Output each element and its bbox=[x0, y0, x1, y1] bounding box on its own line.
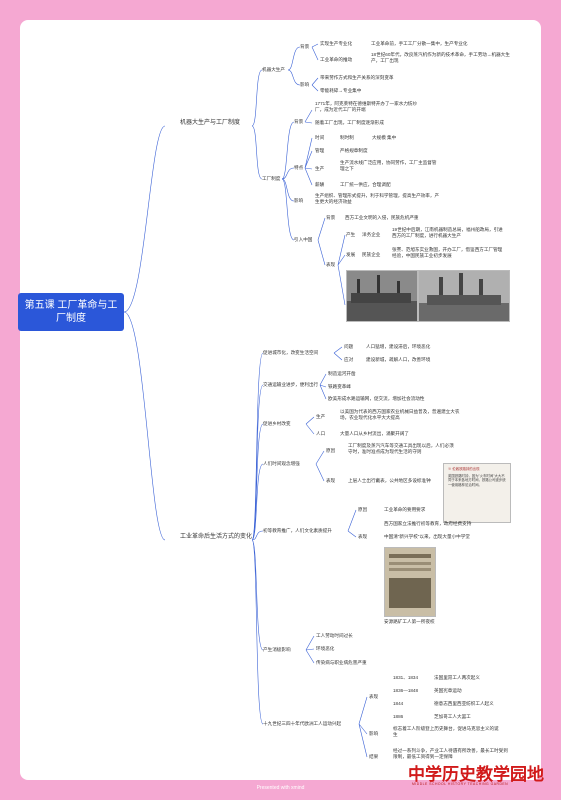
node-factory-impact-label[interactable]: 影响 bbox=[294, 198, 304, 203]
node-traffic-2[interactable]: 铁路变革峰 bbox=[328, 384, 351, 389]
node-label-impact[interactable]: 影响 bbox=[300, 82, 310, 87]
node-edu-cause[interactable]: 工业革命的要用要求 bbox=[384, 507, 426, 512]
node-feat-prod-label[interactable]: 生产 bbox=[315, 166, 325, 171]
event-year-4[interactable]: 1886 bbox=[393, 714, 404, 719]
node-china-dev-type[interactable]: 民族企业 bbox=[362, 252, 381, 257]
node-time-cause[interactable]: 工厂制度及蒸汽汽车等交通工具出现以后，人们必须守时，准时准点成为现代生活的守则 bbox=[348, 443, 454, 454]
node-china-rise-label[interactable]: 产生 bbox=[346, 232, 356, 237]
node-time-show-label[interactable]: 表现 bbox=[326, 478, 336, 483]
node-traffic[interactable]: 交通运输业进步，便利出行 bbox=[263, 382, 319, 387]
photo-factory-chimneys bbox=[418, 270, 510, 322]
node-feat-prod[interactable]: 生产流水线广泛应用，协同劳作，工厂主监督管理之下 bbox=[340, 160, 437, 171]
node-bg1-detail[interactable]: 工业革命前，手工工厂分散一集中，生产专业化 bbox=[371, 41, 468, 46]
branch-machine-factory[interactable]: 机器大生产与工厂制度 bbox=[180, 120, 241, 126]
brand-logo-subtitle: MIDDLE SCHOOL HISTORY TEACHING GARDEN bbox=[412, 782, 509, 786]
event-text-1[interactable]: 法国里昂工人两次起义 bbox=[434, 675, 480, 680]
node-city-fix-label[interactable]: 应对 bbox=[344, 357, 354, 362]
node-impact1[interactable]: 带来劳作方式和生产关系的深刻变革 bbox=[320, 75, 394, 80]
node-china-bg[interactable]: 西方工业文明的入侵，民族危机严重 bbox=[345, 215, 419, 220]
node-edu-cause-label[interactable]: 原因 bbox=[358, 507, 368, 512]
node-time[interactable]: 人们时间观念增强 bbox=[263, 461, 300, 466]
node-impact2[interactable]: 零能耗碎→专业集中 bbox=[320, 88, 362, 93]
event-year-3[interactable]: 1844 bbox=[393, 701, 404, 706]
node-factory-impact[interactable]: 生产组织、管理形式提升，利于科学管理，提高生产效率，产生更大的经济效益 bbox=[315, 193, 440, 204]
node-rural[interactable]: 促进乡村改变 bbox=[263, 421, 291, 426]
node-china-dev-label[interactable]: 发展 bbox=[346, 252, 356, 257]
node-traffic-1[interactable]: 制造运河开凿 bbox=[328, 371, 356, 376]
footer-presented-with: Presented with xmind bbox=[256, 785, 305, 791]
node-negative[interactable]: 产生消极影响 bbox=[263, 647, 291, 652]
node-rural-prod[interactable]: 以美国为代表的西方国家农业机械日益普及，普遍建立大农场，农业现代化水平大大提高 bbox=[340, 409, 460, 420]
photo-jiangnan-arsenal bbox=[346, 270, 418, 322]
node-factory-bg1[interactable]: 1771年，阿克莱特在德维斯特开办了一家水力纺纱厂，成为近代工厂的开端 bbox=[315, 101, 418, 112]
node-china-rise-detail[interactable]: 19世纪中后期，江南机器制造总局，福州船政局，引进西方的工厂制度，进行机器大生产 bbox=[392, 227, 503, 238]
event-year-1[interactable]: 1831、1834 bbox=[393, 675, 419, 680]
node-edu-show-label[interactable]: 表现 bbox=[358, 534, 368, 539]
node-feat-mgmt-label[interactable]: 管理 bbox=[315, 148, 325, 153]
note-card-title: ※ 伦敦铁路钟的出现 bbox=[448, 467, 480, 471]
node-rural-pop[interactable]: 大量人口从乡村流出，涌聚开阔了 bbox=[340, 431, 409, 436]
node-rural-prod-label[interactable]: 生产 bbox=[316, 414, 326, 419]
mindmap-canvas bbox=[20, 20, 541, 780]
node-feat-time-detail[interactable]: 大规模 集中 bbox=[372, 135, 397, 140]
node-city-fix[interactable]: 建设新城，疏解人口，改善环境 bbox=[366, 357, 431, 362]
node-negative-2[interactable]: 环境恶化 bbox=[316, 646, 335, 651]
node-traffic-3[interactable]: 欧美形成水路运输网，促交流，增加社会流动性 bbox=[328, 396, 425, 401]
node-bg2-detail[interactable]: 18世纪60年代，改良蒸汽机作为新的技术革命，手工劳动→机器大生产，工厂出现 bbox=[371, 52, 510, 63]
node-time-cause-label[interactable]: 原因 bbox=[326, 448, 336, 453]
photo-night-school bbox=[384, 547, 436, 617]
brand-logo-text: 中学历史教学园地 bbox=[408, 765, 544, 785]
node-labor-result-label[interactable]: 结果 bbox=[369, 754, 379, 759]
node-negative-3[interactable]: 传染病与职业病危害严重 bbox=[316, 660, 367, 665]
node-feat-label[interactable]: 特点 bbox=[294, 165, 304, 170]
event-text-4[interactable]: 芝加哥工人大罢工 bbox=[434, 714, 471, 719]
node-feat-pay[interactable]: 工厂统一供应，合理调配 bbox=[340, 182, 391, 187]
node-china[interactable]: 引入中国 bbox=[294, 237, 313, 242]
node-bg1[interactable]: 实现生产专业化 bbox=[320, 41, 353, 46]
node-china-dev-detail[interactable]: 张謇、范旭东实业救国，开办工厂，借鉴西方工厂管理经验，中国民族工业初步发展 bbox=[392, 247, 503, 258]
node-negative-1[interactable]: 工人劳动时间过长 bbox=[316, 633, 353, 638]
node-feat-time-label[interactable]: 时间 bbox=[315, 135, 325, 140]
node-city-prob[interactable]: 人口猛增，建设滞后，环境恶化 bbox=[366, 344, 431, 349]
event-text-3[interactable]: 德意志西里西亚纺织工人起义 bbox=[434, 701, 494, 706]
node-feat-pay-label[interactable]: 薪酬 bbox=[315, 182, 325, 187]
node-factory-system[interactable]: 工厂制度 bbox=[262, 176, 281, 181]
note-card-railway-clock: ※ 伦敦铁路钟的出现 英国铁路时钟，因为"火车时间"大大不同于本来各地方时间，铁… bbox=[443, 463, 511, 523]
node-labor-impact[interactable]: 标志着工人阶级登上历史舞台，促进马克思主义的诞生 bbox=[393, 726, 499, 737]
node-labor-movement[interactable]: 十九世纪三四十年代欧洲工人运动兴起 bbox=[263, 721, 342, 726]
node-feat-time[interactable]: 制时制 bbox=[340, 135, 354, 140]
event-year-2[interactable]: 1836—1848 bbox=[393, 688, 419, 693]
node-china-rise-type[interactable]: 洋务企业 bbox=[362, 232, 381, 237]
photo-caption-night-school: 安源路矿工人第一所夜校 bbox=[384, 619, 435, 624]
node-factory-bg-label[interactable]: 背景 bbox=[294, 119, 304, 124]
node-china-bg-label[interactable]: 背景 bbox=[326, 215, 336, 220]
node-feat-mgmt[interactable]: 严格规章制度 bbox=[340, 148, 368, 153]
note-card-body: 英国铁路时钟，因为"火车时间"大大不同于本来各地方时间，铁路公司逐步统一使用格林… bbox=[448, 474, 506, 487]
node-edu-show1[interactable]: 西方国家立法推行初等教育，政府经费支持 bbox=[384, 521, 472, 526]
node-rural-pop-label[interactable]: 人口 bbox=[316, 431, 326, 436]
node-education[interactable]: 初等教育推广，人们文化素质提升 bbox=[263, 528, 332, 533]
node-labor-impact-label[interactable]: 影响 bbox=[369, 731, 379, 736]
node-time-show[interactable]: 上层人士出行戴表，公共地区多设标准钟 bbox=[348, 478, 431, 483]
node-china-rep-label[interactable]: 表现 bbox=[326, 262, 336, 267]
event-text-2[interactable]: 英国宪章运动 bbox=[434, 688, 462, 693]
node-labor-show-label[interactable]: 表现 bbox=[369, 694, 379, 699]
node-labor-result[interactable]: 经过一系列斗争，产业工人待遇有所改善，最长工时受到限制，最低工资得到一定保障 bbox=[393, 748, 508, 759]
root-topic[interactable]: 第五课 工厂革命与工厂制度 bbox=[18, 293, 124, 331]
node-bg2[interactable]: 工业革命的推动 bbox=[320, 57, 353, 62]
node-edu-show2[interactable]: 中国清"新兴学校"以来，出现大量小中学堂 bbox=[384, 534, 470, 539]
node-label-background[interactable]: 背景 bbox=[300, 44, 310, 49]
node-machine-production[interactable]: 机器大生产 bbox=[262, 67, 285, 72]
node-city-prob-label[interactable]: 问题 bbox=[344, 344, 354, 349]
branch-lifestyle[interactable]: 工业革命后生活方式的变化 bbox=[180, 534, 253, 540]
node-factory-bg2[interactable]: 随着工厂出现，工厂制度逐渐形成 bbox=[315, 120, 384, 125]
node-city[interactable]: 促进城市化，改变生活空间 bbox=[263, 350, 319, 355]
